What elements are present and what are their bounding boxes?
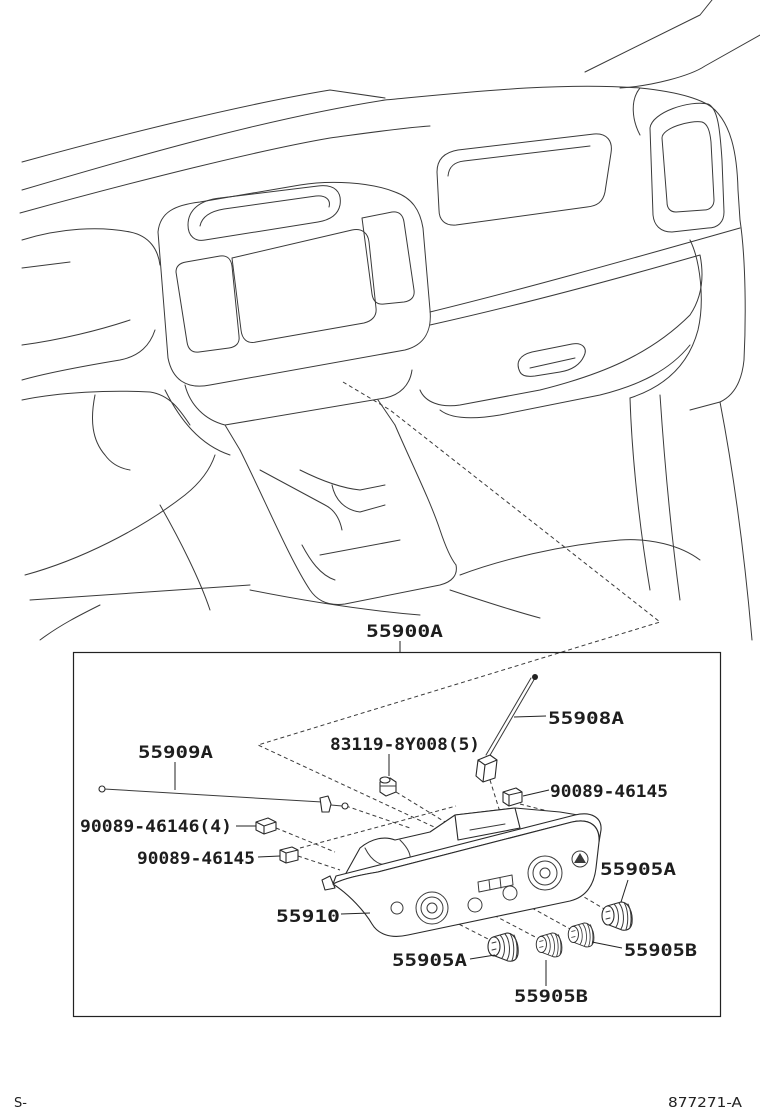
center-vent-right [361,211,415,305]
door-line [719,401,753,641]
callout-55905a-right[interactable]: 55905A [600,860,676,880]
dash-top-surface [21,85,716,191]
a-pillar [584,0,713,73]
floor-lines [24,454,701,641]
callout-labels: 55900A 55908A 83119-8Y008(5) 55909A 9008… [80,622,697,1007]
clip-dashed-1 [275,827,336,853]
callout-90089-46145-left[interactable]: 90089-46145 [137,849,255,869]
lower-bezel [184,369,413,451]
console-side [239,449,457,605]
control-cable-upper [475,674,538,783]
hazard-icon [574,853,586,863]
center-vent-left [175,255,240,353]
callout-55909a[interactable]: 55909A [138,743,213,763]
clip-upper [502,787,523,807]
callout-55905b-right[interactable]: 55905B [624,941,697,961]
kick-panel-lines [629,394,681,601]
clip-dashed-2 [297,855,341,871]
top-slot [187,185,341,241]
knob-b-bottom [535,932,563,958]
glove-box-handle [517,343,586,377]
knob-a-right [601,901,633,931]
clip-left [279,846,299,864]
callout-55910[interactable]: 55910 [276,907,340,927]
clip-four [255,817,277,835]
control-cable-left [98,785,349,813]
bulb [379,776,397,797]
callout-leaders [174,715,629,986]
dashboard-illustration [19,0,760,641]
a-pillar-lower [619,34,760,89]
illustration-number: 877271-A [668,1096,742,1111]
side-vent [661,121,715,213]
callout-55905a-bottom[interactable]: 55905A [392,951,467,971]
dash-left-lines [21,228,161,381]
cable-clip-dashed [489,779,501,813]
top-slot-inner [199,195,330,227]
bulb-dashed [395,791,451,826]
callout-83119[interactable]: 83119-8Y008(5) [330,735,480,755]
dash-right-edge [689,109,746,411]
dash-upper-line [19,125,431,214]
callout-90089-46146[interactable]: 90089-46146(4) [80,817,232,837]
dash-belt-line [429,227,741,313]
windshield-edge [21,89,386,163]
side-vent-bezel [649,102,725,233]
console-inner [259,469,401,581]
callout-90089-46145-upper[interactable]: 90089-46145 [550,782,668,802]
knob-dashed-3 [436,912,495,943]
knob-a-bottom [487,932,519,962]
dash-lower-right [439,239,702,419]
upper-compartment [436,133,612,226]
assembly-callout[interactable]: 55900A [366,622,443,642]
location-leader [256,381,662,841]
exploded-parts [98,674,633,962]
knob-b-right [567,922,595,948]
audio-display [231,229,377,343]
pillar-trim [632,87,641,136]
center-bezel [157,181,431,387]
callout-55905b-bottom[interactable]: 55905B [514,987,588,1007]
control-panel [321,807,602,937]
upper-compartment-inner [447,145,591,177]
footer-left-code: S- [14,1096,27,1111]
panel-outline-dashed [299,805,457,849]
console-right-edge [394,424,457,566]
dash-left-lower [21,389,231,471]
glove-box [419,254,703,407]
assembly-frame [72,651,722,1018]
cable-dashed [345,805,411,829]
callout-55908a[interactable]: 55908A [548,709,624,729]
